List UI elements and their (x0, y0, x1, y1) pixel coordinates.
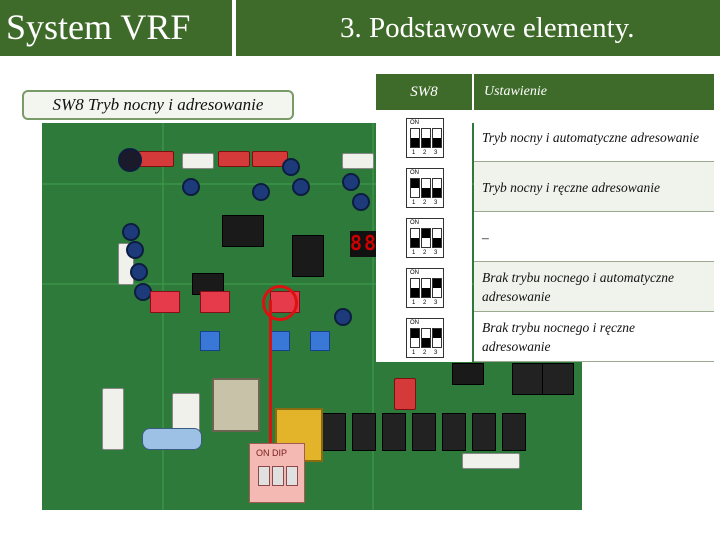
highlight-pointer-line (269, 300, 272, 455)
column-header-switch: SW8 (376, 74, 472, 110)
setting-description: Tryb nocny i ręczne adresowanie (474, 162, 714, 212)
inductor (212, 378, 260, 432)
setting-description: – (474, 212, 714, 262)
section-title: 3. Podstawowe elementy. (340, 12, 635, 44)
sw8-zoom-label: ON DIP (256, 448, 288, 458)
fuse (142, 428, 202, 450)
setting-description: Tryb nocny i automatyczne adresowanie (474, 112, 714, 162)
setting-description: Brak trybu nocnego i ręczne adresowanie (474, 312, 714, 362)
header-mid-panel (236, 0, 330, 56)
header-right-panel (330, 0, 720, 56)
column-header-setting: Ustawienie (474, 74, 714, 110)
header-left-panel (0, 0, 236, 56)
sw8-label: SW8 Tryb nocny i adresowanie (22, 90, 294, 120)
sw8-zoom-inset: ON DIP (249, 443, 305, 503)
header: System VRF 3. Podstawowe elementy. (0, 0, 720, 62)
sw8-highlight-circle (262, 285, 298, 321)
setting-description: Brak trybu nocnego i automatyczne adreso… (474, 262, 714, 312)
table-header: SW8 Ustawienie (376, 74, 714, 110)
page-title: System VRF (6, 7, 191, 47)
